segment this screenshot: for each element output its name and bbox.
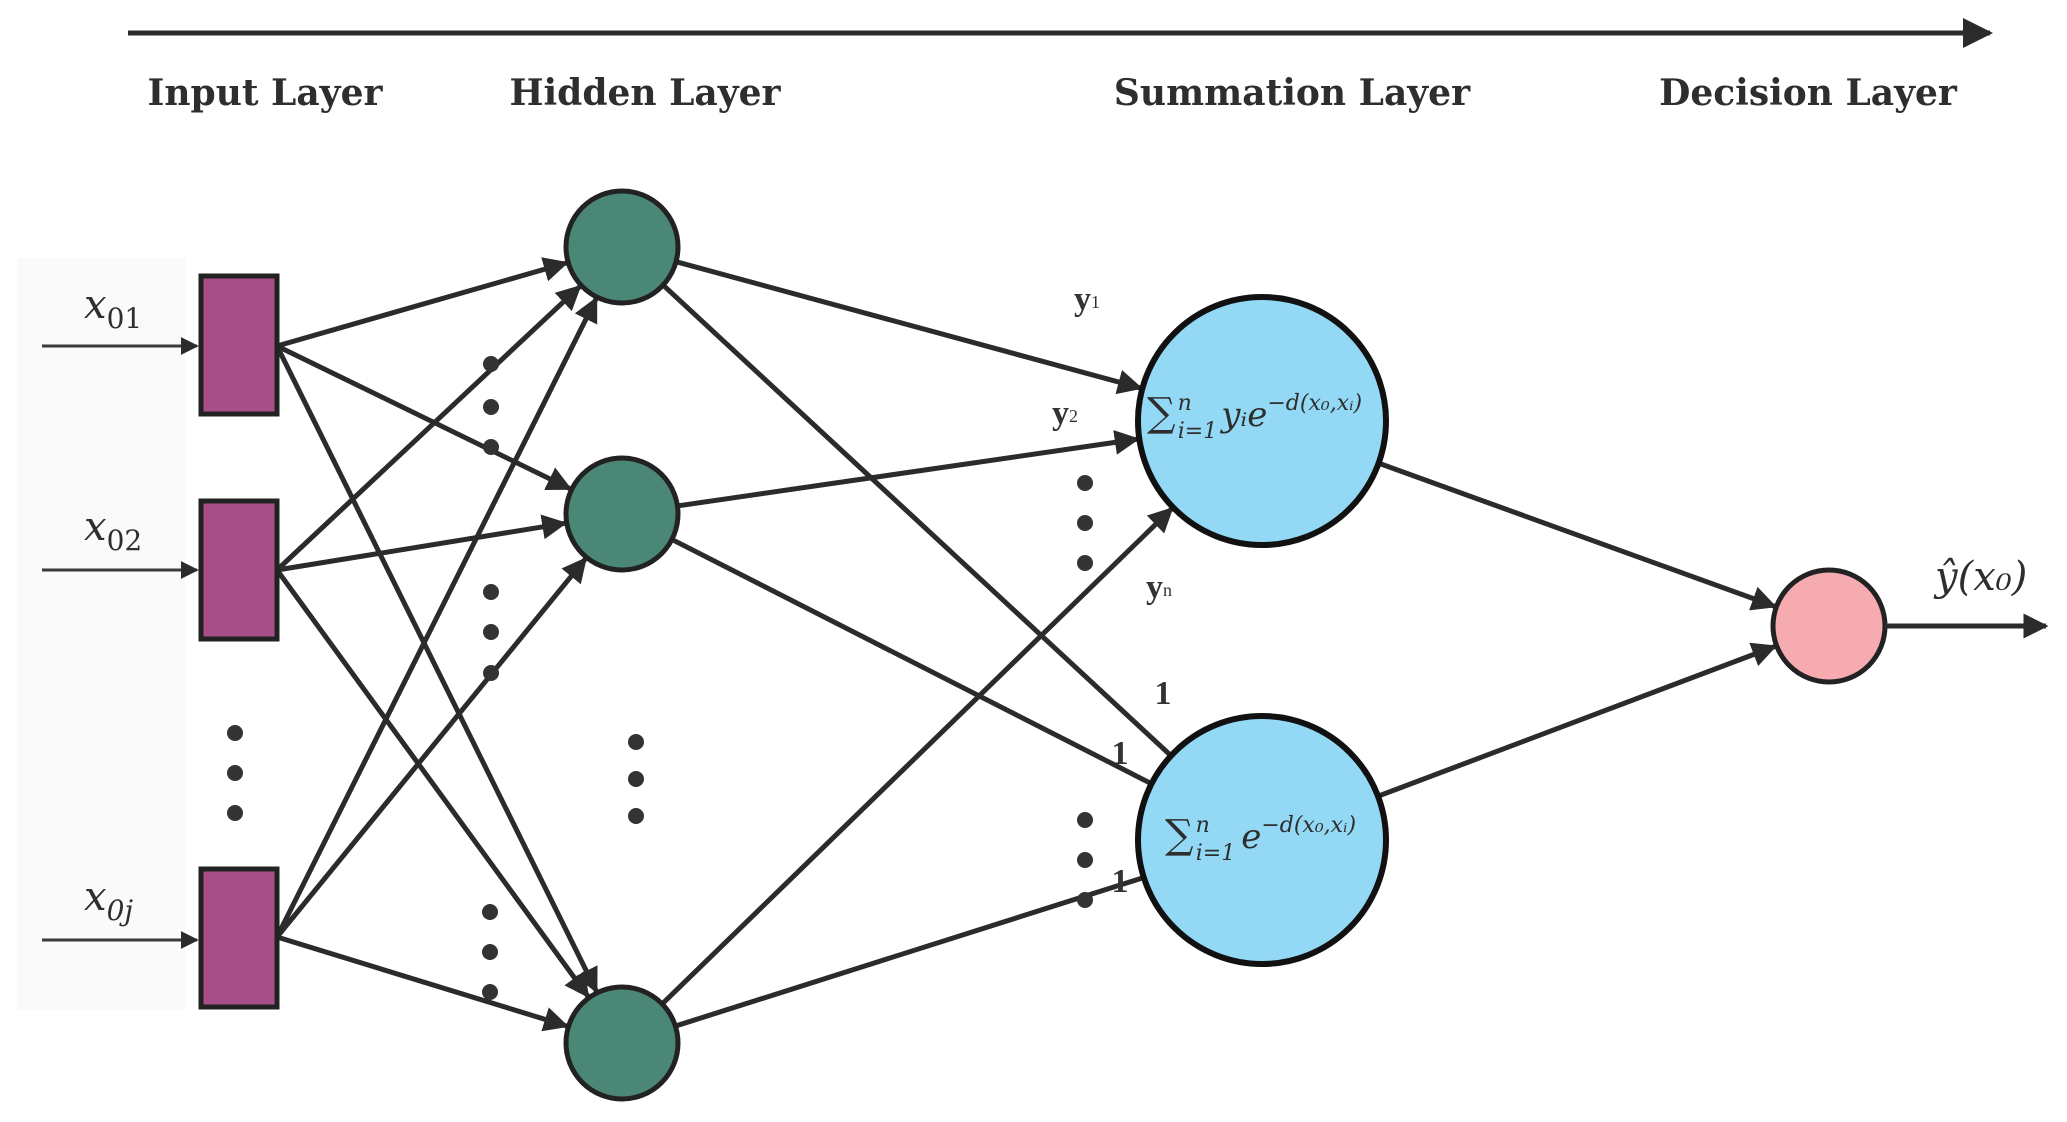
input-ellipsis bbox=[227, 725, 243, 821]
edge-sum-1-decision bbox=[1377, 460, 1777, 611]
edge-hidden-2-sum-2 bbox=[670, 537, 1151, 786]
edge-input-3-hidden-2 bbox=[275, 557, 588, 939]
layer-label-summation: Summation Layer bbox=[1114, 72, 1471, 114]
edges bbox=[274, 257, 1778, 1032]
input-node-2 bbox=[198, 498, 280, 642]
hidden-ellipsis-lower-edges bbox=[482, 904, 498, 1000]
output-label: ŷ(x₀) bbox=[1933, 554, 2027, 600]
edge-input-2-hidden-2 bbox=[276, 514, 568, 573]
edge-input-3-hidden-1 bbox=[274, 296, 599, 939]
edge-input-3-hidden-3 bbox=[276, 934, 569, 1032]
hidden-ellipsis-upper-edges bbox=[483, 356, 499, 455]
hidden-ellipsis-mid-edges bbox=[483, 584, 499, 681]
edge-label-y2: y2 bbox=[1052, 395, 1078, 432]
input-label-2: x02 bbox=[84, 504, 142, 557]
edge-input-2-hidden-1 bbox=[275, 284, 582, 572]
summation-node-denominator bbox=[1135, 713, 1389, 967]
edge-input-1-hidden-1 bbox=[276, 257, 569, 349]
layer-label-hidden: Hidden Layer bbox=[509, 72, 781, 114]
input-node-j bbox=[198, 866, 280, 1010]
summation-ellipsis-upper bbox=[1077, 475, 1093, 571]
edge-label-yn: yn bbox=[1146, 569, 1172, 606]
hidden-node-n bbox=[563, 984, 681, 1102]
edge-label-y1: y1 bbox=[1074, 281, 1100, 318]
hidden-node-1 bbox=[563, 188, 681, 306]
input-panel-background bbox=[17, 258, 185, 1010]
edge-input-1-hidden-2 bbox=[275, 343, 573, 491]
decision-node bbox=[1770, 567, 1888, 685]
hidden-ellipsis-nodes bbox=[628, 734, 644, 824]
hidden-node-2 bbox=[563, 455, 681, 573]
edge-label-one-b: 1 bbox=[1112, 735, 1129, 772]
edge-sum-2-decision bbox=[1377, 642, 1778, 799]
summation-ellipsis-lower bbox=[1077, 812, 1093, 908]
edge-input-1-hidden-3 bbox=[274, 344, 599, 994]
edge-hidden-1-sum-2 bbox=[661, 283, 1172, 757]
layer-label-input: Input Layer bbox=[148, 72, 384, 114]
edge-hidden-3-sum-1 bbox=[660, 507, 1174, 1006]
edge-hidden-3-sum-2 bbox=[674, 875, 1143, 1029]
edge-hidden-1-sum-1 bbox=[675, 259, 1143, 395]
edge-input-2-hidden-3 bbox=[274, 568, 590, 999]
input-node-1 bbox=[198, 273, 280, 417]
edge-hidden-2-sum-1 bbox=[677, 429, 1140, 509]
input-label-1: x01 bbox=[84, 282, 142, 335]
edge-label-one-c: 1 bbox=[1112, 863, 1129, 900]
summation-node-numerator bbox=[1135, 294, 1389, 548]
input-label-j: x0j bbox=[84, 874, 133, 927]
layer-label-decision: Decision Layer bbox=[1659, 72, 1958, 114]
edge-label-one-a: 1 bbox=[1155, 675, 1172, 712]
